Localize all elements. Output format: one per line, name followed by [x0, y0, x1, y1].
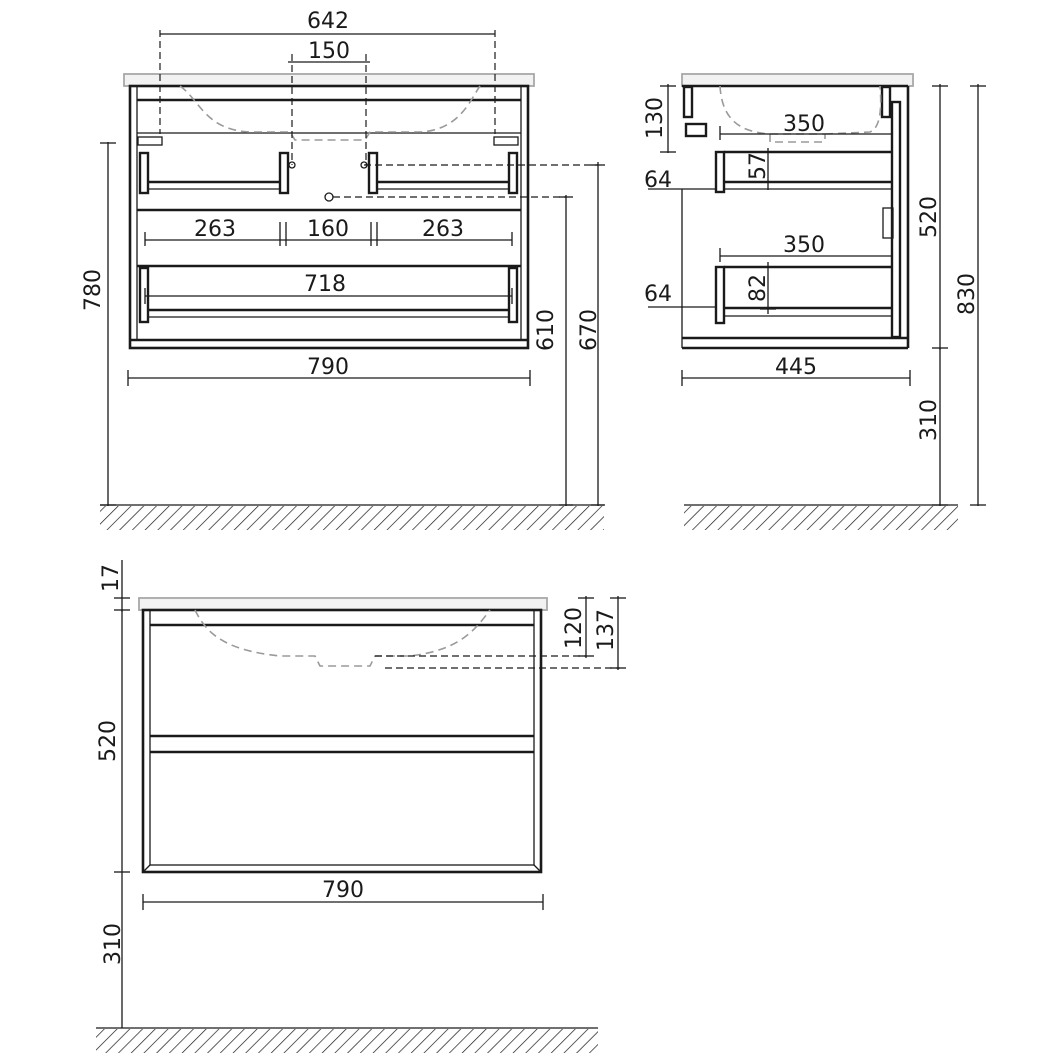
front-floor-hatch: [100, 506, 604, 530]
dim-310-side: 310: [917, 399, 942, 441]
elevation-floor-hatch: [96, 1029, 598, 1053]
dim-790-elevation: 790: [322, 878, 364, 903]
dim-445: 445: [775, 355, 817, 380]
front-view: 642 150 263 160 263 718 790 780: [81, 9, 605, 530]
dim-263-right: 263: [422, 217, 464, 242]
side-floor-hatch: [684, 506, 958, 530]
elevation-countertop: [138, 597, 548, 611]
dim-642: 642: [307, 9, 349, 34]
dim-790-front: 790: [307, 355, 349, 380]
dim-64-top: 64: [644, 168, 672, 193]
elevation-cabinet-outline: [141, 608, 543, 874]
dim-130: 130: [643, 97, 668, 139]
front-basin-hidden: [179, 85, 481, 141]
dim-310-elevation: 310: [101, 923, 126, 965]
side-countertop: [681, 73, 914, 87]
dim-780: 780: [81, 269, 106, 311]
dim-17: 17: [99, 564, 124, 592]
elevation-basin-hidden: [194, 609, 491, 667]
dim-82: 82: [746, 274, 771, 302]
side-basin-hidden: [719, 85, 882, 143]
dim-137: 137: [594, 609, 619, 651]
dim-670: 670: [577, 309, 602, 351]
dim-263-left: 263: [194, 217, 236, 242]
dim-520-elevation: 520: [96, 720, 121, 762]
dim-830: 830: [955, 273, 980, 315]
front-cabinet-outline: [128, 84, 530, 350]
dim-610: 610: [534, 309, 559, 351]
dim-57: 57: [746, 152, 771, 180]
front-countertop: [123, 73, 535, 87]
dim-350-top: 350: [783, 112, 825, 137]
dim-160: 160: [307, 217, 349, 242]
dim-150: 150: [308, 39, 350, 64]
dim-350-bottom: 350: [783, 233, 825, 258]
dim-120: 120: [562, 607, 587, 649]
dim-718: 718: [304, 272, 346, 297]
side-view: 130 350 57 64 350 82 64 445: [643, 73, 986, 530]
dim-520-side: 520: [917, 196, 942, 238]
elevation-view: 17 120 137 520 310 790: [96, 560, 626, 1053]
dim-64-bottom: 64: [644, 282, 672, 307]
